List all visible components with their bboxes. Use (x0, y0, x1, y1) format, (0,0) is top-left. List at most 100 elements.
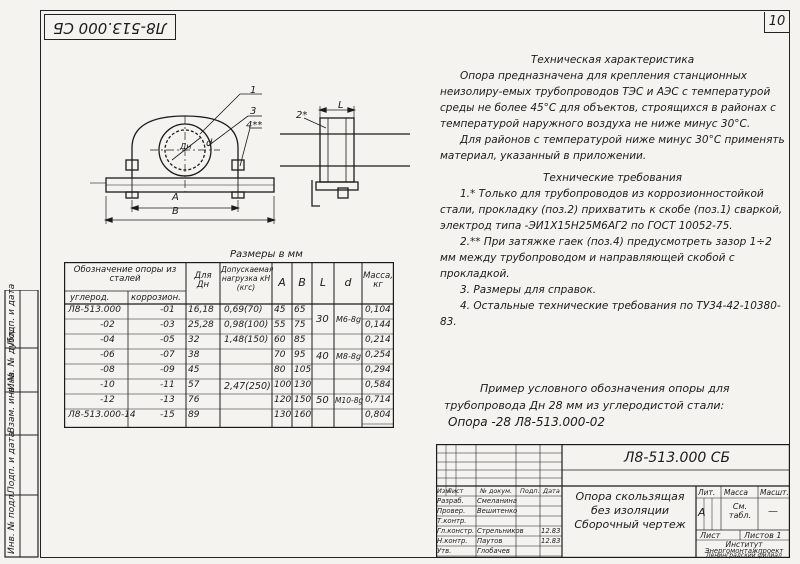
tb-name-line-2: без изоляции (590, 504, 670, 517)
cell-b: 150 (294, 395, 312, 405)
tb-col-date: Дата (543, 487, 560, 495)
cell-a: 100 (274, 380, 292, 390)
cell-mass: 0,254 (365, 350, 391, 360)
header-d: d (344, 276, 352, 289)
cell-load: 1,48(150) (224, 335, 269, 345)
callout-A: A (172, 192, 179, 203)
callout-2: 2* (296, 110, 308, 121)
sidebar-label-orig-inv: Инв. № подл. (7, 491, 17, 554)
tb-role-name: Паутов (477, 537, 503, 545)
side-view (280, 106, 410, 207)
l-group-2: 40 (316, 351, 329, 362)
l-group-3: 50 (316, 395, 329, 406)
tb-col-sign: Подп. (520, 487, 540, 495)
cell-a: 130 (274, 410, 292, 420)
cell-load: 0,69(70) (224, 305, 263, 315)
cell-b: 160 (294, 410, 312, 420)
header-carbon: углерод. (70, 293, 110, 303)
tb-mass-value: См. табл. (728, 502, 752, 520)
header-mass: Масса, кг (363, 271, 393, 290)
header-corrosion: коррозион. (131, 293, 181, 303)
cell-load: 0,98(100) (224, 320, 269, 330)
d-group-2: М8-8g (336, 352, 362, 361)
l-group-1: 30 (316, 314, 329, 325)
tb-sheet-label: Лист (700, 531, 721, 540)
cell-carbon: -06 (100, 350, 115, 360)
callout-d: d (206, 138, 213, 149)
cell-carbon: Л8-513.000-14 (68, 410, 136, 420)
cell-dn: 32 (188, 335, 200, 345)
cell-b: 75 (294, 320, 306, 330)
tb-name-line-1: Опора скользящая (575, 490, 685, 503)
tb-scale-label: Масшт. (760, 488, 789, 497)
tb-doc-code: Л8-513.000 СБ (623, 450, 731, 466)
top-stamp-text: Л8-513.000 СБ (53, 19, 167, 37)
cell-corrosion: -15 (160, 410, 175, 420)
tb-role-name: Глобачев (477, 547, 510, 555)
tb-role-name: Стрельников (477, 527, 524, 535)
cell-mass: 0,144 (365, 320, 391, 330)
tb-org-line-3: Ленинградский филиал (706, 552, 782, 559)
cell-dn: 89 (188, 410, 200, 420)
header-load: Допускаемая нагрузка кН (кгс) (221, 265, 274, 292)
tb-col-docnum: № докум. (480, 487, 513, 495)
specs-para-1: Опора предназначена для крепления станци… (440, 70, 776, 130)
cell-mass: 0,804 (365, 410, 391, 420)
cell-dn: 57 (188, 380, 200, 390)
cell-corrosion: -01 (160, 305, 175, 315)
technical-specs: Техническая характеристика Опора предназ… (440, 52, 785, 330)
designation-example: Пример условного обозначения опоры для т… (440, 380, 790, 431)
tb-role: Н.контр. (437, 537, 468, 545)
cell-dn: 45 (188, 365, 200, 375)
load-shared: 2,47(250) (224, 381, 271, 392)
tb-scale-value: — (768, 506, 778, 517)
cell-mass: 0,294 (365, 365, 391, 375)
cell-carbon: Л8-513.000 (68, 305, 121, 315)
sheet-number: 10 (764, 12, 789, 33)
callout-L: L (338, 100, 344, 111)
title-block: Изм Лист № докум. Подп. Дата Разраб.Смел… (436, 444, 790, 559)
callout-1: 1 (250, 85, 257, 96)
tb-role-date: 12.83 (541, 537, 561, 545)
cell-a: 70 (274, 350, 286, 360)
dims-table: Обозначение опоры из сталей углерод. кор… (64, 262, 394, 428)
cell-corrosion: -03 (160, 320, 175, 330)
requirement-1: 1.* Только для трубопроводов из коррозио… (440, 188, 783, 232)
drawing-frame (40, 10, 790, 558)
title-block-grid (436, 444, 790, 558)
sidebar-lines (4, 290, 39, 558)
cell-b: 130 (294, 380, 312, 390)
cell-b: 105 (294, 365, 312, 375)
specs-para-2: Для районов с температурой ниже минус 30… (440, 134, 785, 162)
requirement-4: 4. Остальные технические требования по Т… (440, 300, 781, 328)
requirements-heading: Технические требования (543, 172, 682, 184)
cell-mass: 0,714 (365, 395, 391, 405)
header-b: B (298, 276, 306, 289)
tb-name-line-3: Сборочный чертеж (574, 518, 686, 531)
dims-table-title: Размеры в мм (230, 249, 303, 260)
tb-role-date: 12.83 (541, 527, 561, 535)
header-l: L (319, 276, 327, 289)
tb-lit-value: А (698, 506, 706, 519)
d-group-3: М10-8g (335, 396, 364, 405)
cell-mass: 0,104 (365, 305, 391, 315)
designation-line-3: Опора -28 Л8-513.000-02 (448, 415, 606, 429)
cell-dn: 25,28 (188, 320, 214, 330)
tb-role: Провер. (437, 507, 466, 515)
tb-role: Разраб. (437, 497, 464, 505)
cell-carbon: -04 (100, 335, 115, 345)
front-view (90, 93, 277, 224)
tb-col-izm: Изм (437, 487, 451, 495)
cell-a: 80 (274, 365, 286, 375)
tb-mass-label: Масса (724, 488, 748, 497)
requirement-3: 3. Размеры для справок. (460, 284, 597, 296)
sidebar-label-sign-date-2: Подп. и дата (7, 431, 17, 493)
tb-role: Т.контр. (437, 517, 467, 525)
cell-mass: 0,214 (365, 335, 391, 345)
cell-b: 85 (294, 335, 306, 345)
tb-org-line-2: Энергомонтажпроект (704, 547, 784, 555)
header-designation: Обозначение опоры из сталей (73, 265, 177, 284)
tb-sheets-label: Листов 1 (744, 531, 782, 540)
tb-lit-label: Лит. (698, 488, 716, 497)
cell-corrosion: -11 (160, 380, 175, 390)
